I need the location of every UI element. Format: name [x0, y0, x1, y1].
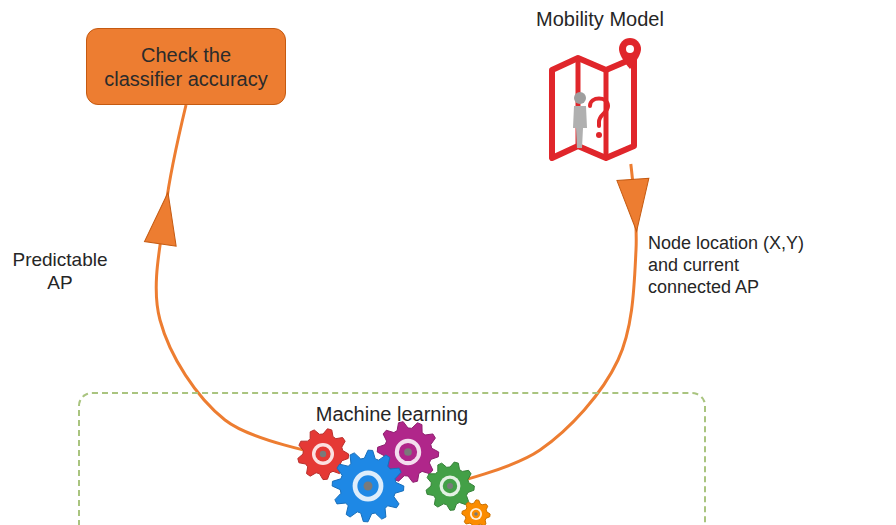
- curved-connector: [156, 105, 323, 454]
- flow-connector: [450, 164, 653, 484]
- folded-map: [552, 58, 634, 158]
- map-icon: [530, 36, 670, 164]
- node-heading: Mobility Model: [530, 6, 670, 32]
- person-figure: [573, 92, 587, 148]
- connector-label: Node location (X,Y) and current connecte…: [648, 232, 823, 298]
- arrow-head: [144, 190, 183, 246]
- arrow-head: [617, 178, 653, 232]
- question-dot: [596, 132, 602, 138]
- mobility-model-icon: Mobility Model: [530, 6, 670, 164]
- flow-connector: [144, 105, 322, 454]
- box-text: Check the classifier accuracy: [102, 43, 270, 91]
- pin-hole: [626, 45, 634, 53]
- location-pin: [619, 38, 641, 69]
- curved-connector: [450, 164, 636, 484]
- node-heading: Machine learning: [80, 402, 704, 426]
- question-mark: [590, 99, 608, 127]
- gear: [332, 450, 404, 522]
- process-box: Check the classifier accuracy: [86, 28, 286, 105]
- machine-learning-region: Machine learning: [78, 392, 706, 525]
- connector-label: Predictable AP: [10, 248, 110, 294]
- gear: [462, 500, 490, 525]
